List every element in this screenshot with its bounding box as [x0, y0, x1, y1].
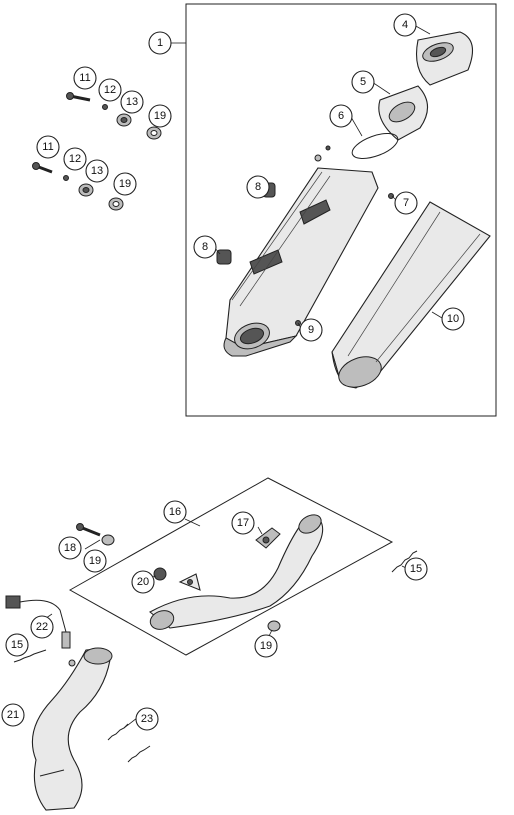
callout-13-upper: 13 — [120, 90, 144, 114]
svg-text:9: 9 — [308, 324, 314, 336]
svg-text:19: 19 — [260, 640, 272, 652]
part-header-pipe — [31, 647, 113, 811]
callout-12-lower: 12 — [63, 147, 87, 171]
svg-text:13: 13 — [126, 96, 138, 108]
part-washer-19-upper — [146, 126, 162, 140]
part-end-cap — [415, 31, 474, 86]
svg-text:19: 19 — [119, 178, 131, 190]
svg-text:12: 12 — [69, 153, 81, 165]
callout-7: 7 — [394, 191, 418, 215]
callout-9: 9 — [299, 318, 323, 342]
callout-16: 16 — [163, 500, 187, 524]
part-lambda-sensor — [5, 595, 71, 649]
part-grommet-13-lower — [78, 183, 94, 197]
svg-text:13: 13 — [91, 165, 103, 177]
leader-lines — [32, 24, 443, 729]
svg-text:6: 6 — [338, 110, 344, 122]
callout-5: 5 — [351, 70, 375, 94]
callout-21: 21 — [1, 703, 25, 727]
svg-text:11: 11 — [42, 141, 53, 153]
part-washer-12-upper — [102, 104, 108, 110]
callout-6: 6 — [329, 104, 353, 128]
part-washer-19-bottom — [267, 620, 281, 632]
callout-1: 1 — [148, 31, 172, 55]
callout-18: 18 — [58, 536, 82, 560]
part-grommet-20 — [153, 567, 167, 581]
part-silencer-body — [223, 167, 379, 357]
svg-text:15: 15 — [11, 639, 23, 651]
svg-text:11: 11 — [79, 72, 90, 84]
svg-text:10: 10 — [447, 313, 459, 325]
svg-text:23: 23 — [141, 713, 153, 725]
manifold-assembly-frame — [68, 477, 394, 656]
callout-19-manifold: 19 — [83, 549, 107, 573]
part-clamp-17 — [255, 527, 281, 549]
callout-17: 17 — [231, 511, 255, 535]
callout-15-left: 15 — [5, 633, 29, 657]
part-bolt-18 — [76, 523, 101, 537]
callout-13-lower: 13 — [85, 159, 109, 183]
callout-19-upper: 19 — [148, 104, 172, 128]
part-outer-sleeve — [331, 201, 491, 389]
callout-22: 22 — [30, 615, 54, 639]
part-washer-12-lower — [63, 175, 69, 181]
part-spring-15-right — [391, 550, 418, 573]
svg-text:7: 7 — [403, 197, 409, 209]
svg-text:21: 21 — [7, 709, 19, 721]
callout-11-lower: 11 — [36, 135, 60, 159]
svg-text:15: 15 — [410, 563, 422, 575]
svg-text:18: 18 — [64, 542, 76, 554]
svg-text:8: 8 — [202, 241, 208, 253]
callout-8-lower: 8 — [193, 235, 217, 259]
svg-text:1: 1 — [157, 37, 163, 49]
silencer-assembly-frame — [185, 3, 497, 417]
svg-text:16: 16 — [169, 506, 181, 518]
callout-12-upper: 12 — [98, 78, 122, 102]
svg-text:4: 4 — [402, 19, 408, 31]
callout-11-upper: 11 — [73, 66, 97, 90]
callout-8-upper: 8 — [246, 175, 270, 199]
part-grommet-lower — [216, 249, 232, 265]
callout-19-bottom: 19 — [254, 634, 278, 658]
part-spring-15-left — [13, 649, 47, 663]
callout-19-lower: 19 — [113, 172, 137, 196]
part-screw-7 — [388, 193, 394, 199]
part-bolt-11-upper — [66, 92, 91, 102]
svg-text:19: 19 — [89, 555, 101, 567]
callout-23: 23 — [135, 707, 159, 731]
svg-text:22: 22 — [36, 621, 48, 633]
part-grommet-13-upper — [116, 113, 132, 127]
callout-10: 10 — [441, 307, 465, 331]
svg-text:12: 12 — [104, 84, 116, 96]
part-gasket-ring — [351, 133, 399, 159]
part-washer-19-lower — [108, 197, 124, 211]
part-end-cone — [378, 85, 429, 141]
svg-text:19: 19 — [154, 110, 166, 122]
svg-text:17: 17 — [237, 517, 249, 529]
callout-4: 4 — [393, 13, 417, 37]
callout-20: 20 — [131, 570, 155, 594]
part-nut — [68, 659, 76, 667]
svg-text:8: 8 — [255, 181, 261, 193]
svg-text:20: 20 — [137, 576, 149, 588]
svg-text:5: 5 — [360, 76, 366, 88]
part-manifold-pipe — [149, 514, 324, 630]
part-bolt-11-lower — [32, 162, 53, 174]
callout-15-right: 15 — [404, 557, 428, 581]
part-washer-19-manifold — [101, 534, 115, 546]
part-screw-top — [314, 145, 331, 162]
